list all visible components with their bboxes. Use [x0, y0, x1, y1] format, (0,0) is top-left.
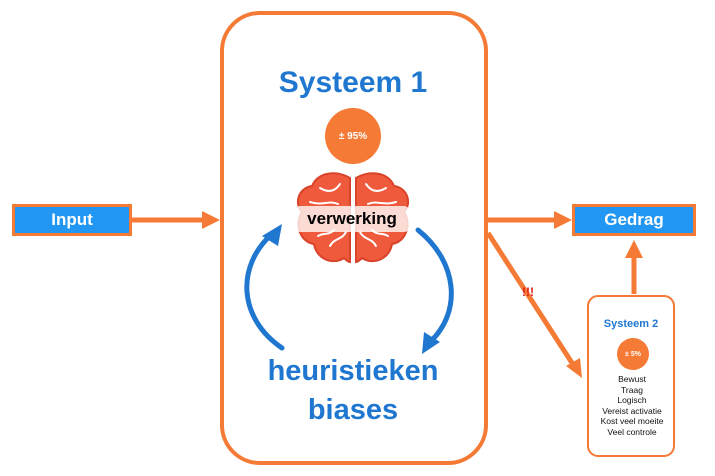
system1-container: [220, 11, 488, 465]
trait-item: Logisch: [617, 395, 647, 406]
output-label: Gedrag: [604, 210, 664, 229]
heuristics-label: heuristieken: [267, 355, 439, 387]
escalation-arrow: [485, 231, 582, 378]
loop-arrow-right: [415, 227, 454, 354]
process-label: verwerking: [294, 206, 410, 232]
system2-title: Systeem 2: [603, 318, 659, 330]
trait-item: Vereist activatie: [602, 405, 662, 416]
gedrag-box: Gedrag: [572, 204, 696, 236]
input-arrow: [132, 211, 220, 229]
system2-card: [587, 295, 675, 457]
trait-item: Traag: [621, 384, 643, 395]
trait-item: Veel controle: [607, 426, 657, 437]
system2-trait-list: Bewust Traag Logisch Vereist activatie K…: [590, 374, 674, 438]
system1-title: Systeem 1: [278, 66, 428, 99]
system1-percentage-badge: ± 95%: [325, 108, 381, 164]
warning-label: !!!: [522, 285, 534, 299]
system2-output-arrow: [625, 240, 643, 294]
system2-percentage-badge: ± 5%: [617, 338, 649, 370]
loop-arrow-left: [244, 224, 285, 351]
output-arrow: [486, 211, 572, 229]
trait-item: Bewust: [618, 374, 646, 384]
trait-item: Kost veel moeite: [600, 416, 664, 427]
input-label: Input: [51, 210, 93, 229]
biases-label: biases: [307, 394, 399, 426]
input-box: Input: [12, 204, 132, 236]
